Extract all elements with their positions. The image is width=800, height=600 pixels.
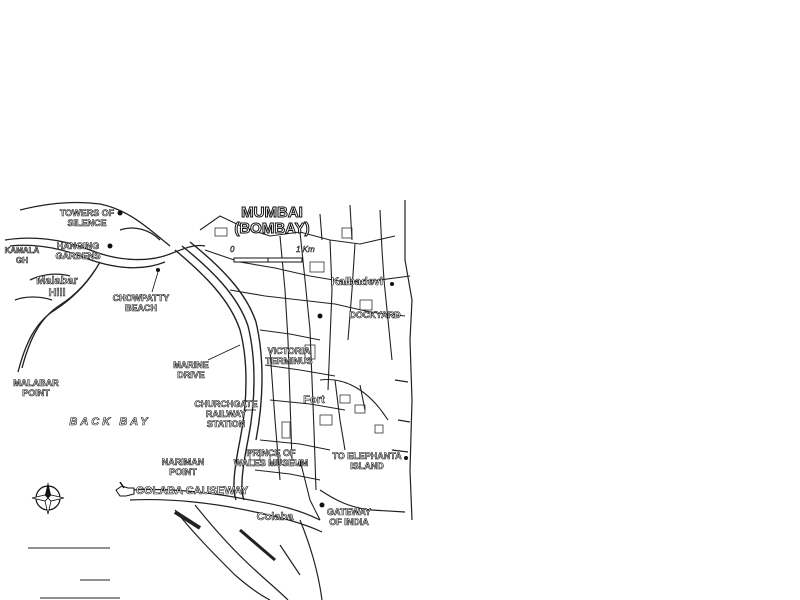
label-colaba-causeway: COLABA CAUSEWAY <box>136 485 249 497</box>
hanging-gardens-dot <box>107 243 113 249</box>
label-colaba: Colaba <box>256 511 294 523</box>
label-back-bay: BACK BAY <box>69 416 151 428</box>
label-marine-drive: MARINE DRIVE <box>173 360 209 381</box>
label-hanging-gardens: HANGING GARDENS <box>55 241 101 262</box>
label-chowpatty-beach: CHOWPATTY BEACH <box>112 293 170 314</box>
east-coastline <box>319 200 413 521</box>
label-churchgate-station: CHURCHGATE RAILWAY STATION <box>194 399 258 430</box>
label-towers-of-silence: TOWERS OF SILENCE <box>59 208 115 229</box>
prince-of-wales-dot <box>297 461 303 467</box>
gateway-of-india-dot <box>319 502 325 508</box>
label-gateway-of-india: GATEWAY OF INDIA <box>326 507 372 528</box>
label-prince-of-wales-museum: PRINCE OF WALES MUSEUM <box>233 448 309 469</box>
colaba-peninsula <box>129 488 323 600</box>
label-fort: Fort <box>303 394 325 406</box>
pointing-hand-icon <box>115 481 135 497</box>
scale-end-label: 1 Km <box>296 245 315 255</box>
victoria-terminus-dot <box>317 313 323 319</box>
marine-drive-road <box>174 241 263 501</box>
city-blocks <box>214 227 384 466</box>
map-title: MUMBAI (BOMBAY) <box>222 204 322 237</box>
scale-bar <box>233 257 303 263</box>
kalbadevi-dot <box>390 282 394 286</box>
label-kamala: KAMALA GH <box>4 246 40 266</box>
label-victoria-terminus: VICTORIA TERMINUS <box>265 346 313 367</box>
elephanta-arrow-dot <box>404 456 408 460</box>
compass-icon <box>31 482 65 515</box>
towers-of-silence-dot <box>117 210 123 216</box>
landmark-dots <box>107 210 408 508</box>
label-to-elephanta-island: TO ELEPHANTA ISLAND <box>332 451 402 472</box>
bottom-shore <box>28 547 120 599</box>
map-title-line1: MUMBAI <box>241 204 304 221</box>
chowpatty-dot <box>156 268 160 272</box>
malabar-hill-peninsula <box>4 201 206 373</box>
label-nariman-point: NARIMAN POINT <box>161 457 205 478</box>
label-malabar-point: MALABAR POINT <box>13 378 59 399</box>
leader-lines <box>151 271 256 411</box>
label-kalbadevi: Kalbadevi <box>331 276 384 288</box>
scale-start-label: 0 <box>230 245 235 255</box>
map-title-line2: (BOMBAY) <box>234 220 310 237</box>
label-dockyard: DOCKYARD <box>349 310 401 321</box>
label-malabar-hill: Malabar Hill <box>36 275 78 300</box>
